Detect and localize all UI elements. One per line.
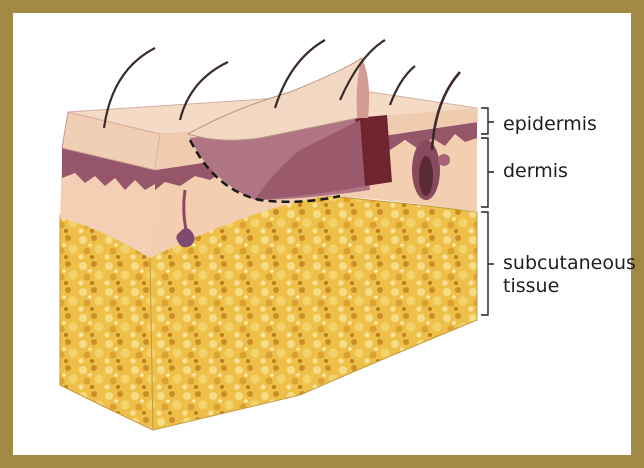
subcutaneous-bracket	[481, 212, 494, 315]
label-dermis: dermis	[503, 160, 568, 183]
epidermis-bracket	[481, 108, 494, 134]
dermis-bracket	[481, 138, 494, 207]
label-subcutaneous-tissue: subcutaneous tissue	[503, 252, 636, 298]
sebaceous-gland-icon	[438, 154, 450, 166]
label-subcutaneous-line1: subcutaneous	[503, 252, 636, 275]
label-epidermis: epidermis	[503, 113, 597, 136]
label-subcutaneous-line2: tissue	[503, 275, 636, 298]
